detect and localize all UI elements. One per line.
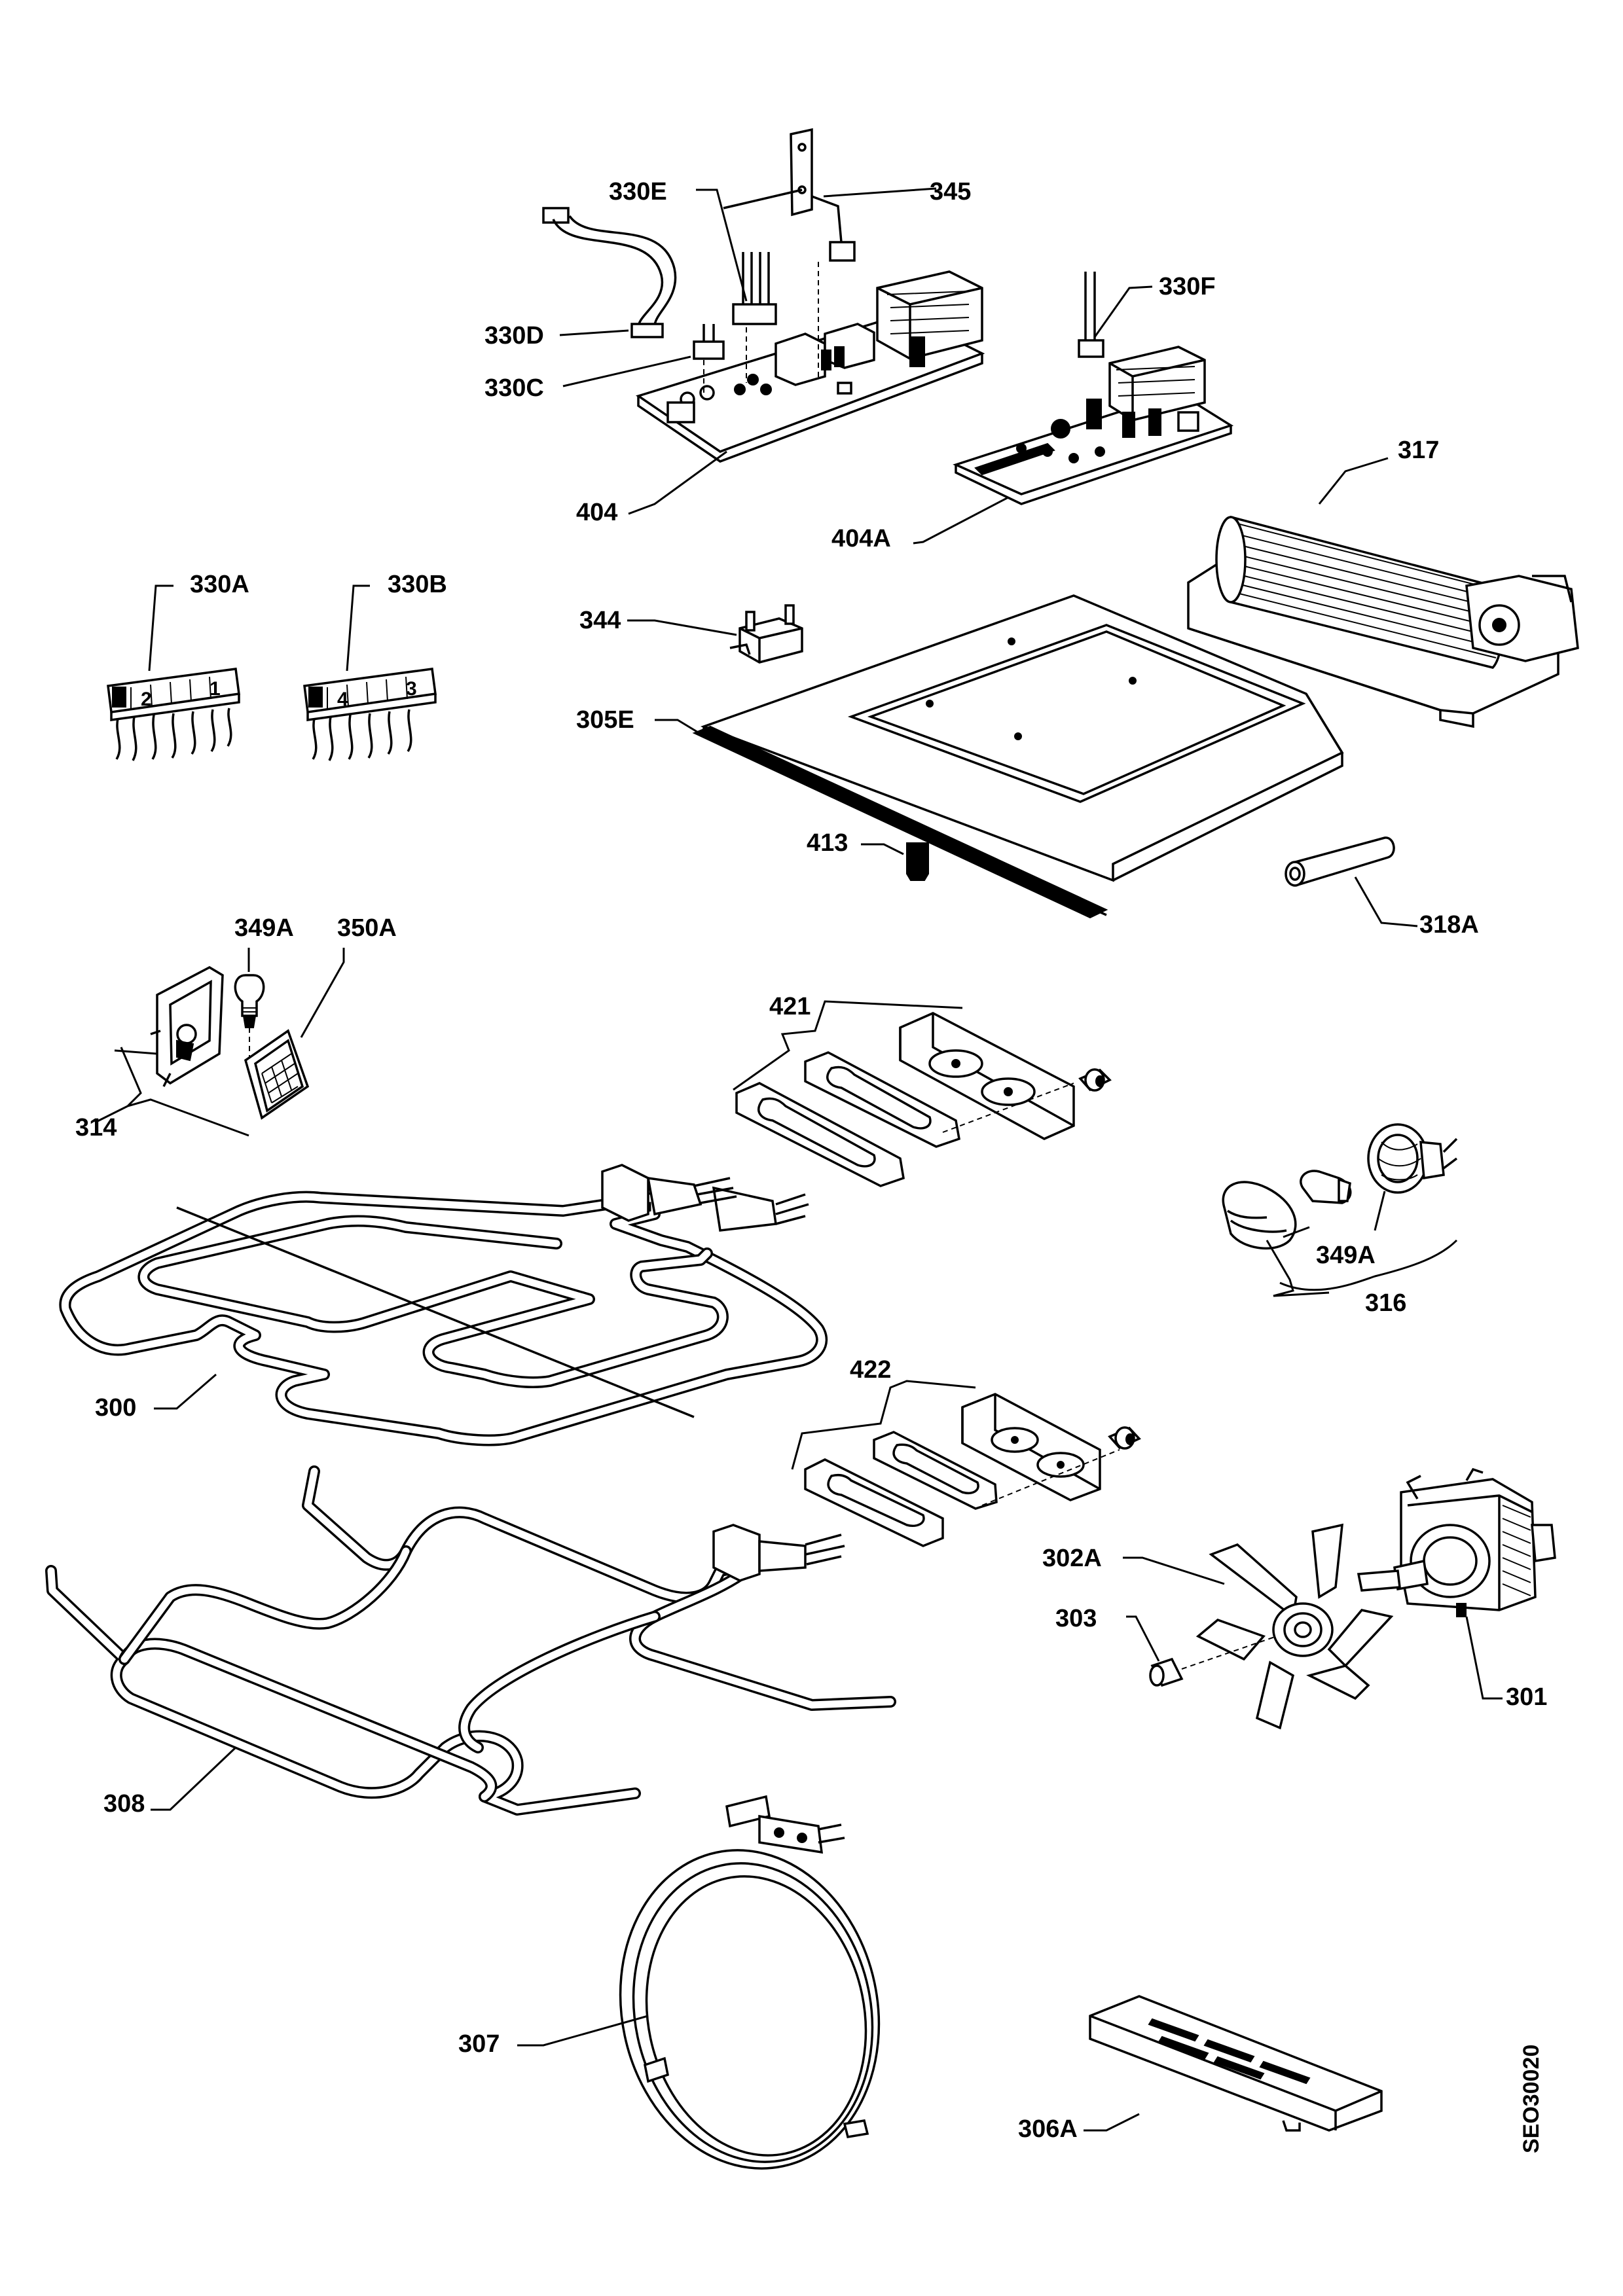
part-label-330a: 330A [190,571,249,598]
part-label-305e: 305E [576,706,634,734]
part-label-302a: 302A [1042,1545,1102,1572]
part-label-404a: 404A [831,525,891,552]
part-300-grill-heating-element [59,1164,828,1446]
part-301-fan-motor [1357,1467,1556,1700]
part-314-lamp-assembly [114,965,224,1087]
part-330C-connector [562,324,725,387]
part-label-422: 422 [850,1356,891,1384]
part-label-330e: 330E [609,178,667,206]
part-label-330f: 330F [1159,273,1216,300]
part-label-301: 301 [1506,1683,1547,1711]
part-330B-terminal-block: 4 3 [303,584,437,761]
part-330F-wire-connector [1078,272,1153,358]
part-422-element-seal-kit [791,1380,1141,1547]
part-label-349a: 349A [234,914,294,942]
part-label-314: 314 [75,1114,117,1141]
part-305E-top-cover-with-seal [655,594,1344,919]
part-330A-terminal-block: 2 1 [107,584,240,761]
part-label-303: 303 [1055,1605,1097,1632]
part-317-tangential-fan [1187,457,1579,728]
part-344-safety-thermostat [627,604,803,664]
part-label-318a: 318A [1419,911,1479,939]
part-label-404: 404 [576,499,617,526]
part-label-350a: 350A [337,914,397,942]
bracket-314 [94,1047,249,1137]
part-label-413: 413 [807,829,848,857]
part-308-bottom-heating-element [45,1465,896,1816]
part-330E-connector [696,188,777,325]
part-label-349a: 349A [1316,1242,1376,1269]
part-330D-ribbon-cable [542,207,677,338]
part-label-345: 345 [930,178,971,206]
part-307-circular-heating-element [517,1795,881,2170]
part-label-307: 307 [458,2030,500,2058]
part-302A-fan-blade [1123,1523,1394,1730]
part-label-316: 316 [1365,1289,1406,1317]
terminal-mark-1: 1 [210,678,221,700]
part-label-306a: 306A [1018,2115,1078,2143]
terminal-mark-4: 4 [337,689,348,710]
part-404-main-circuit-board [628,262,985,515]
part-label-330b: 330B [388,571,447,598]
part-404A-control-circuit-board [913,346,1234,545]
part-421-element-seal-kit [733,1000,1112,1187]
part-318A-tube [1285,836,1418,927]
part-303-fan-nut [1126,1615,1277,1687]
part-label-330c: 330C [484,374,544,402]
part-413-screw [861,842,929,881]
part-349A-lamp-bulb [234,948,265,1060]
part-label-317: 317 [1398,437,1439,464]
part-316-lamp-holder-set [1222,1123,1458,1297]
part-306A-cover [1084,1995,1383,2132]
terminal-mark-3: 3 [406,678,417,700]
part-label-308: 308 [103,1790,145,1818]
part-label-344: 344 [579,607,621,634]
part-label-421: 421 [769,993,811,1020]
drawing-code: SEO30020 [1519,2045,1544,2153]
part-345-probe-bracket [723,128,937,262]
part-label-300: 300 [95,1394,136,1422]
terminal-mark-2: 2 [141,689,152,710]
part-350A-lamp-cover-glass [244,948,345,1120]
part-label-330d: 330D [484,322,544,350]
